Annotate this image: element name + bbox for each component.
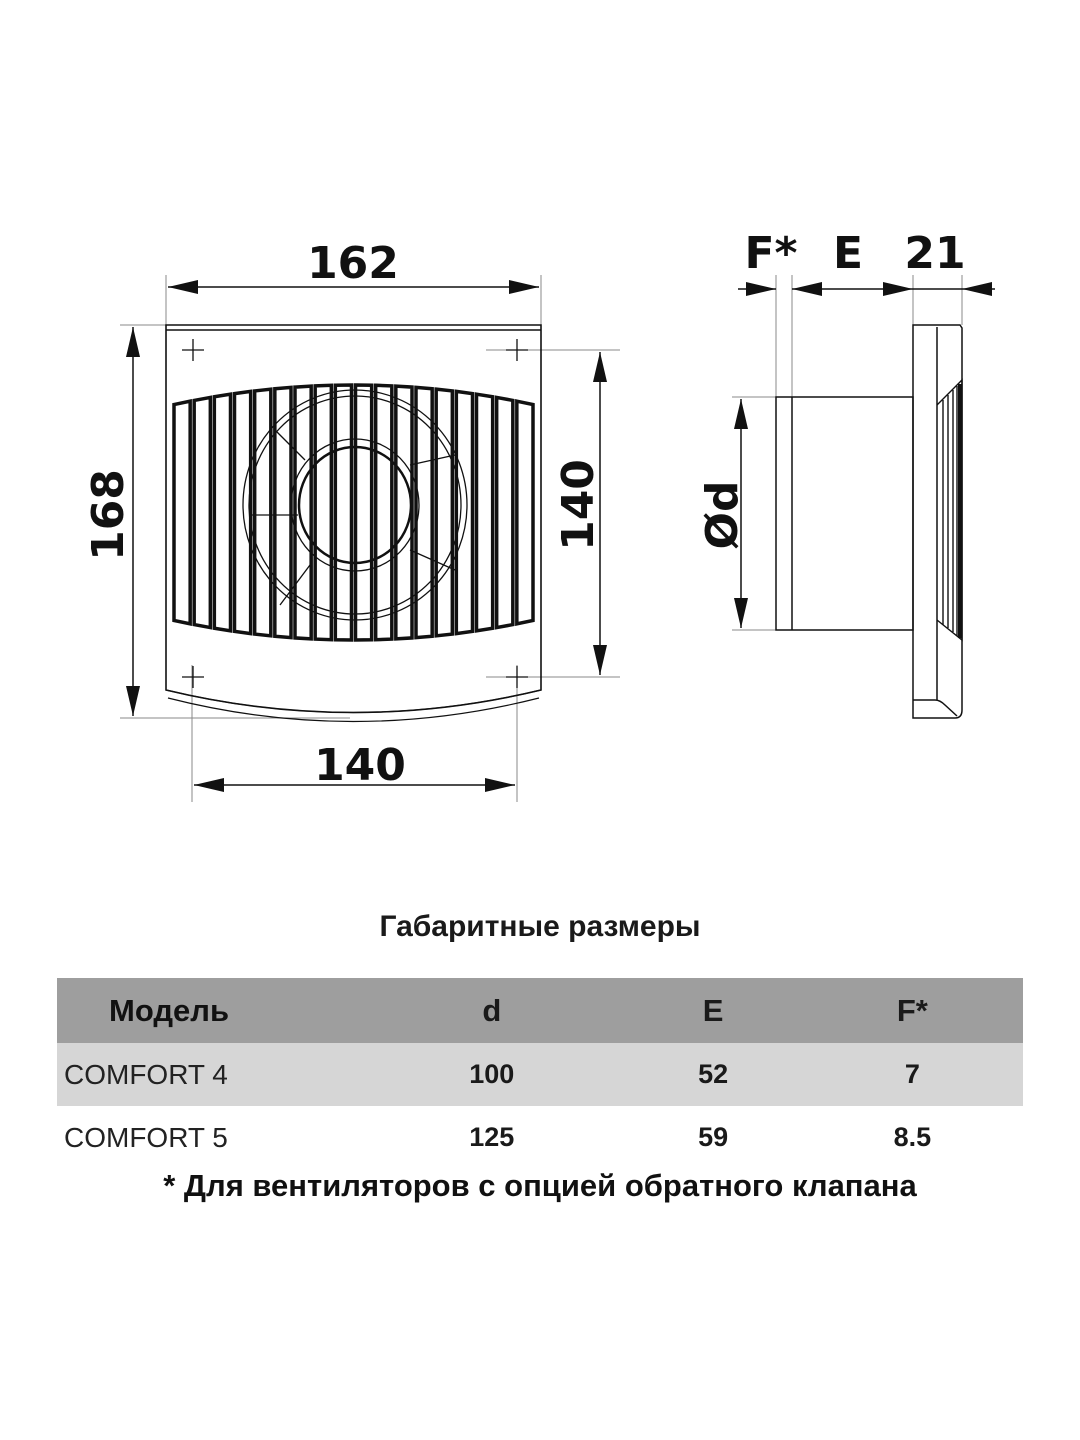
- cell-model: COMFORT 5: [64, 1121, 228, 1153]
- dimensions-table: Модель d E F* COMFORT 4 100 52 7 COMFORT…: [57, 978, 1023, 1169]
- cell-e: 52: [624, 1043, 802, 1106]
- dim-width-top: 162: [307, 238, 399, 289]
- cell-f: 7: [801, 1043, 1023, 1106]
- header-f: F*: [801, 978, 1023, 1043]
- dim-label-f: F*: [744, 228, 797, 279]
- dim-width-bottom: 140: [314, 740, 406, 791]
- header-e: E: [624, 978, 802, 1043]
- table-row: COMFORT 5 125 59 8.5: [57, 1106, 1023, 1169]
- header-d: d: [359, 978, 625, 1043]
- cell-d: 100: [359, 1043, 625, 1106]
- dim-height-left: 168: [83, 469, 134, 561]
- front-view: [120, 275, 620, 802]
- dim-height-right: 140: [553, 459, 604, 551]
- dim-label-e: E: [833, 228, 863, 279]
- cell-d: 125: [469, 1122, 515, 1152]
- footnote: * Для вентиляторов с опцией обратного кл…: [163, 1168, 917, 1203]
- cell-model: COMFORT 4: [57, 1043, 359, 1106]
- table-title: Габаритные размеры: [379, 910, 701, 943]
- grille-slats: [172, 383, 535, 642]
- table-row: COMFORT 4 100 52 7: [57, 1043, 1023, 1106]
- mount-hole-marks: [182, 339, 528, 688]
- dim-label-depth: 21: [904, 228, 965, 279]
- dim-label-diameter: Ød: [697, 481, 748, 550]
- technical-drawing: 162 168 140 140: [83, 228, 995, 802]
- cell-f: 8.5: [893, 1122, 932, 1152]
- side-view: [732, 275, 963, 719]
- cell-e: 59: [698, 1122, 729, 1152]
- header-model: Модель: [57, 978, 359, 1043]
- table-header-row: Модель d E F*: [57, 978, 1023, 1043]
